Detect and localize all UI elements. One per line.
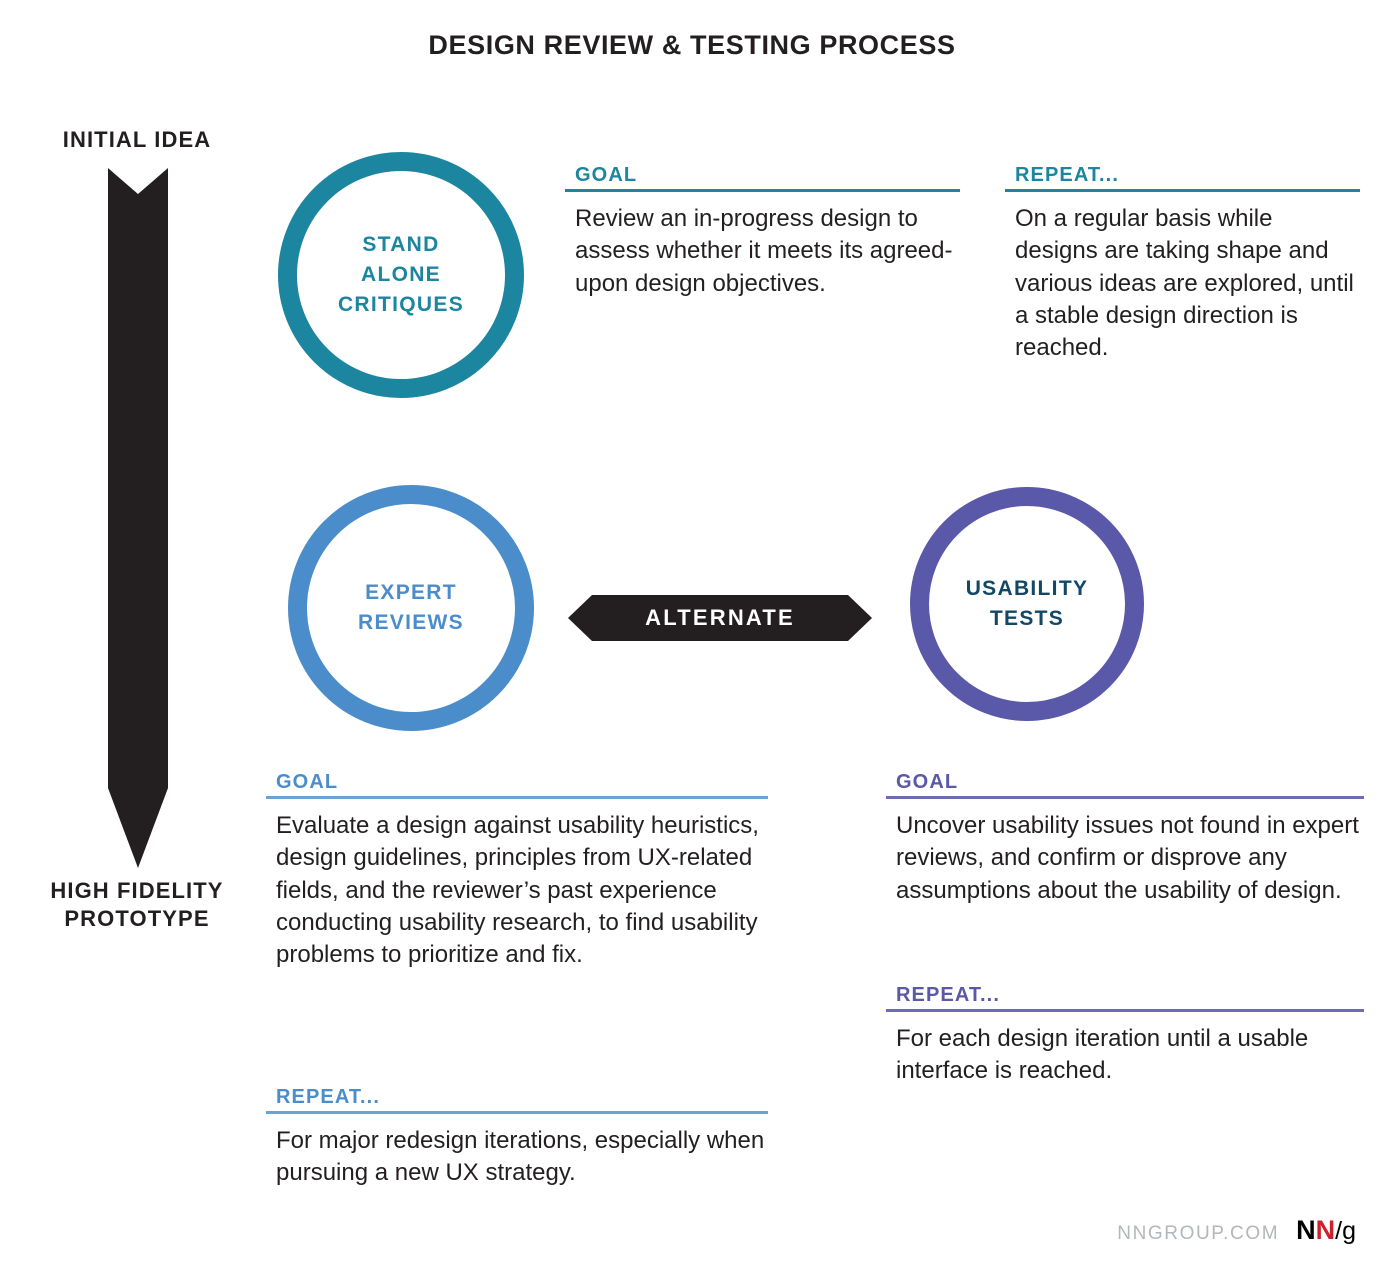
block-heading: REPEAT... — [276, 1086, 380, 1108]
node-label-line1: STAND — [362, 232, 440, 256]
block-body: Evaluate a design against usability heur… — [276, 812, 759, 969]
block-body: Review an in-progress design to assess w… — [575, 205, 953, 297]
double-arrow-icon — [568, 595, 872, 641]
block-divider — [266, 1111, 768, 1114]
timeline-down-arrow — [108, 168, 168, 868]
block-divider — [1005, 189, 1360, 192]
block-divider — [266, 796, 768, 799]
node-label-line2: ALONE — [360, 262, 441, 286]
block-heading: REPEAT... — [896, 984, 1000, 1006]
block-expert-reviews-repeat: REPEAT... For major redesign iterations,… — [266, 1086, 768, 1190]
block-usability-tests-goal: GOAL Uncover usability issues not found … — [886, 771, 1364, 907]
block-divider — [886, 1009, 1364, 1012]
node-usability-tests[interactable]: USABILITY TESTS — [910, 487, 1144, 721]
block-usability-tests-repeat: REPEAT... For each design iteration unti… — [886, 984, 1364, 1088]
node-label-line1: USABILITY — [965, 576, 1089, 600]
block-body: Uncover usability issues not found in ex… — [896, 812, 1359, 904]
footer: NNGROUP.COM NN/g — [1117, 1215, 1356, 1246]
nng-logo: NN/g — [1296, 1215, 1356, 1246]
timeline-start-label: INITIAL IDEA — [62, 127, 212, 152]
footer-url[interactable]: NNGROUP.COM — [1117, 1223, 1280, 1244]
block-body: On a regular basis while designs are tak… — [1015, 205, 1354, 362]
node-expert-reviews[interactable]: EXPERT REVIEWS — [288, 485, 534, 731]
block-heading: GOAL — [276, 771, 339, 793]
logo-n-black: N — [1296, 1215, 1316, 1245]
node-label-line3: CRITIQUES — [337, 293, 465, 317]
block-expert-reviews-goal: GOAL Evaluate a design against usability… — [266, 771, 768, 971]
page-title: DESIGN REVIEW & TESTING PROCESS — [428, 30, 956, 60]
logo-g: g — [1342, 1217, 1356, 1245]
block-stand-alone-repeat: REPEAT... On a regular basis while desig… — [1005, 164, 1360, 364]
timeline-end-label: HIGH FIDELITY PROTOTYPE — [0, 877, 274, 933]
node-label-line2: TESTS — [989, 607, 1065, 630]
block-stand-alone-goal: GOAL Review an in-progress design to ass… — [565, 164, 960, 300]
block-heading: REPEAT... — [1015, 164, 1119, 186]
block-body: For major redesign iterations, especiall… — [276, 1127, 765, 1187]
alternate-connector: ALTERNATE — [568, 593, 872, 643]
block-divider — [565, 189, 960, 192]
timeline-arrow-icon — [108, 168, 168, 868]
node-stand-alone-critiques-label: STAND ALONE CRITIQUES — [338, 230, 464, 321]
block-heading: GOAL — [896, 771, 959, 793]
logo-slash: / — [1335, 1217, 1343, 1245]
node-stand-alone-critiques[interactable]: STAND ALONE CRITIQUES — [278, 152, 524, 398]
timeline-end-label-line1: HIGH FIDELITY — [50, 878, 224, 903]
logo-n-red: N — [1315, 1215, 1336, 1245]
node-label-line2: REVIEWS — [358, 611, 464, 634]
block-divider — [886, 796, 1364, 799]
node-label-line1: EXPERT — [365, 580, 457, 604]
block-heading: GOAL — [575, 164, 638, 186]
block-body: For each design iteration until a usable… — [896, 1025, 1309, 1085]
node-expert-reviews-label: EXPERT REVIEWS — [358, 578, 464, 638]
timeline-end-label-line2: PROTOTYPE — [64, 906, 210, 932]
node-usability-tests-label: USABILITY TESTS — [966, 574, 1089, 634]
alternate-connector-label: ALTERNATE — [645, 605, 795, 630]
